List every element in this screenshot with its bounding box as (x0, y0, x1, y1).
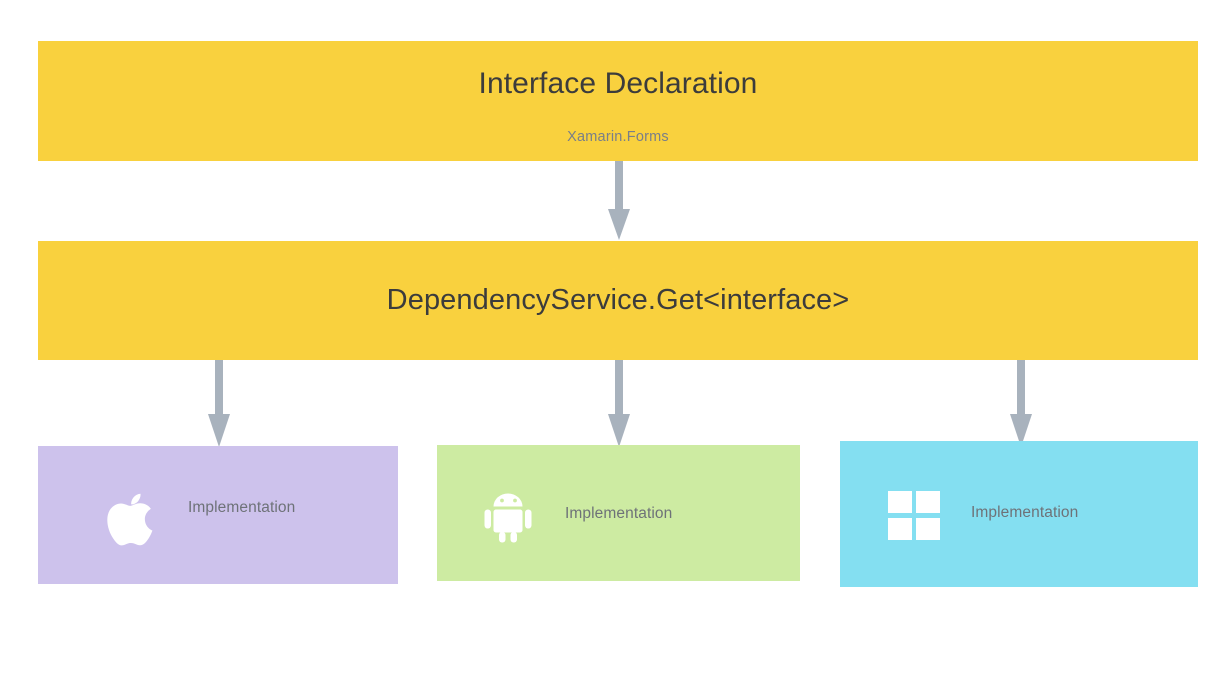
node-dependency-service[interactable]: DependencyService.Get<interface> (38, 241, 1198, 360)
node-platform-windows[interactable]: Implementation (840, 441, 1198, 587)
android-icon (477, 485, 539, 547)
node-platform-ios[interactable]: Implementation (38, 446, 398, 584)
node-platform-android[interactable]: Implementation (437, 445, 800, 581)
arrow-interface-to-dependency (606, 161, 632, 241)
arrow-dependency-to-android (606, 360, 632, 448)
dependency-service-title: DependencyService.Get<interface> (386, 284, 850, 316)
interface-declaration-subtitle: Xamarin.Forms (567, 129, 669, 145)
android-implementation-label: Implementation (565, 505, 673, 522)
apple-icon (100, 488, 162, 550)
windows-icon (883, 485, 945, 547)
interface-declaration-title: Interface Declaration (478, 67, 758, 100)
windows-implementation-label: Implementation (971, 504, 1079, 521)
node-interface-declaration[interactable]: Interface Declaration Xamarin.Forms (38, 41, 1198, 161)
ios-implementation-label: Implementation (188, 499, 296, 516)
arrow-dependency-to-ios (206, 360, 232, 448)
arrow-dependency-to-windows (1008, 360, 1034, 448)
